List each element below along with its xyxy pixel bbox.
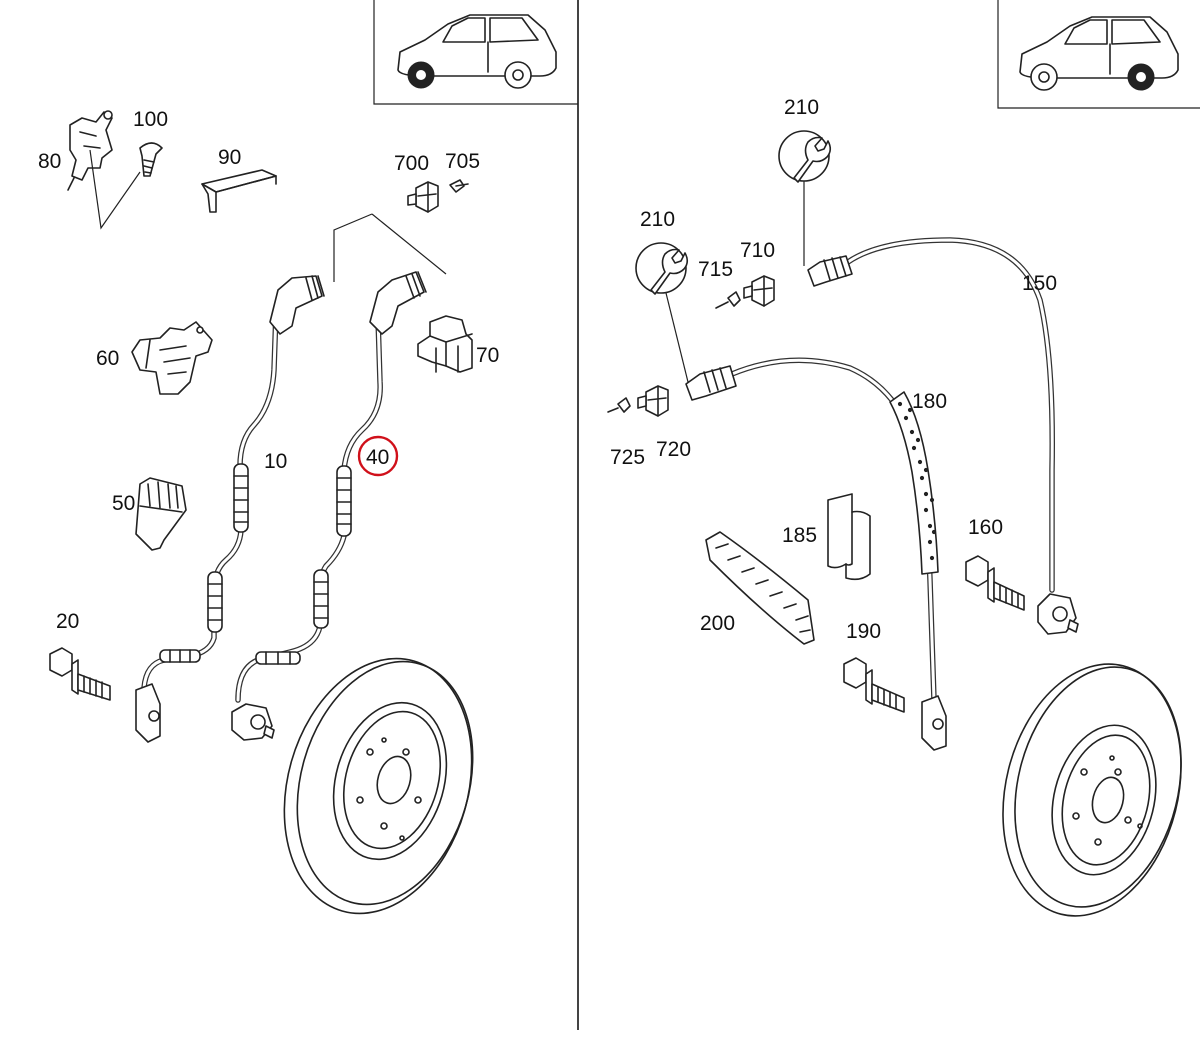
part-150-sensor-cable [807,237,1079,635]
label-40: 40 [366,446,389,469]
wrench-icon [778,130,832,266]
label-100: 100 [133,108,168,131]
sensor-180-plug [685,365,737,401]
sensor-150-head [1037,593,1079,635]
part-180-sensor-cable [685,357,947,751]
label-705: 705 [445,150,480,173]
label-190: 190 [846,620,881,643]
part-50-shield [135,477,187,551]
part-190-bolt [843,657,905,713]
part-715-plug [715,291,741,309]
part-200-strip [705,531,815,645]
label-60: 60 [96,347,119,370]
label-710: 710 [740,239,775,262]
label-200: 200 [700,612,735,635]
part-710-connector [743,275,775,307]
sensor-180-head [921,695,947,751]
highlight-circle-40 [357,435,399,477]
part-705-plug [449,179,469,193]
part-40-sensor-cable [231,271,427,741]
part-700-connector [407,181,439,213]
part-80-bracket [67,110,141,230]
label-210-top: 210 [784,96,819,119]
suv-front-wheel-icon [373,0,578,105]
label-150: 150 [1022,272,1057,295]
sensor-10-head [135,683,161,743]
wrench-icon [635,242,689,383]
label-185: 185 [782,524,817,547]
label-80: 80 [38,150,61,173]
part-100-clip [139,142,163,177]
label-210-mid: 210 [640,208,675,231]
sensor-10-plug [269,275,325,335]
label-160: 160 [968,516,1003,539]
sensor-10-grommet [159,463,249,663]
sensor-40-grommet [255,465,352,665]
label-50: 50 [112,492,135,515]
label-725: 725 [610,446,645,469]
part-725-plug [607,397,631,413]
label-715: 715 [698,258,733,281]
label-10: 10 [264,450,287,473]
label-700: 700 [394,152,429,175]
part-60-harness-clip [131,321,213,395]
label-720: 720 [656,438,691,461]
front-brake-disc [283,657,474,915]
sensor-40-head [231,703,275,741]
label-180: 180 [912,390,947,413]
rear-brake-disc [1002,663,1182,917]
part-185-sleeve [827,493,871,581]
sensor-40-plug [369,271,427,335]
label-90: 90 [218,146,241,169]
part-70-holder [417,315,473,373]
lead-700 [333,213,447,282]
part-20-bolt [49,647,111,701]
label-70: 70 [476,344,499,367]
label-20: 20 [56,610,79,633]
part-90-clip [201,169,277,213]
part-160-bolt [965,555,1025,611]
part-720-connector [637,385,669,417]
part-10-sensor-cable [135,275,325,743]
part-180-protective-sleeve [889,391,939,575]
suv-rear-wheel-icon [997,0,1200,109]
sensor-150-plug [807,255,853,287]
